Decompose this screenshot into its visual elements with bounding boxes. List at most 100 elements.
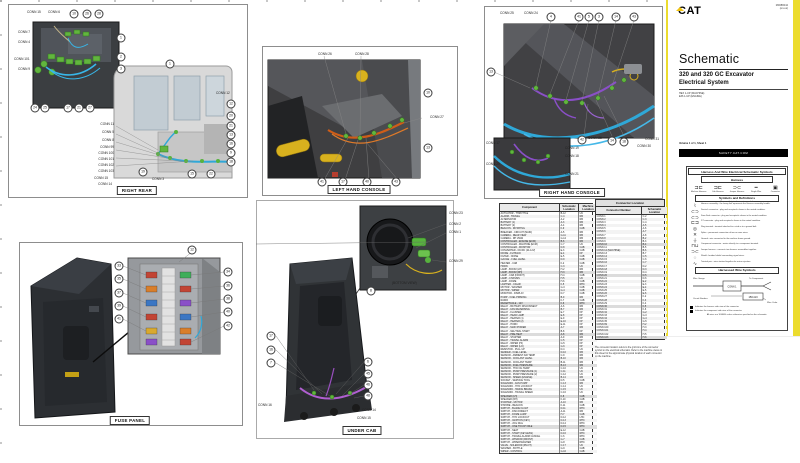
callout-badge: 43 [629, 12, 639, 22]
legend-footnote-2: Indicates the component side view of the… [687, 309, 787, 313]
conn-label: CONN 12 [216, 91, 230, 95]
conn-label: CONN 14 [98, 182, 112, 186]
serial-meta: HEX 1-UP (MACHINE) E36 1-UP (ENGINE) [679, 92, 704, 98]
legend-definition-row: ⊂⊃Deutsch connector - plug and receptacl… [689, 209, 785, 214]
under-cab-illustration [256, 205, 447, 422]
callout-badge: 3 [594, 12, 604, 22]
callout-badge: 28 [94, 9, 104, 19]
component-side-square-icon [690, 309, 693, 313]
symbol-glyph-icon: ⊃⊂ [732, 184, 742, 191]
definition-glyph-icon: ✕ [693, 231, 697, 237]
callout-badge: 27 [85, 103, 95, 113]
conn-label: CONN 30 [637, 144, 651, 148]
callout-badge: 10 [423, 88, 433, 98]
callout-badge: 14 [611, 12, 621, 22]
conn-label: CONN 1 [449, 230, 462, 234]
conn-label: CONN 6 [48, 10, 61, 14]
wire-conn-label: CONN 1 [727, 285, 737, 288]
legend-definition-row: ⌇Harness assembly - the heavy line repre… [689, 203, 785, 208]
component-table-header: Component [500, 204, 560, 212]
left-hand-console-illustration [267, 55, 423, 181]
callout-badge: 38 [223, 294, 233, 304]
conn-label: CONN 27 [430, 115, 444, 119]
definition-glyph-icon: ◎ [692, 226, 697, 232]
callout-badge: 12 [226, 99, 236, 109]
conn-label: (BOTTOM VIEW) [392, 281, 417, 285]
cat-logo-triangle-icon [676, 7, 684, 11]
schematic-location-header: Schematic Location [559, 204, 579, 212]
caption-right-rear: RIGHT REAR [116, 186, 158, 195]
legend-wire-header: Harnessed Wire Symbols [695, 266, 779, 274]
legend-panel: Harness And Wire Electrical Schematic Sy… [686, 166, 788, 331]
wire-gauge-label: Wire Gauge [693, 277, 705, 280]
yellow-stripe-right [793, 0, 800, 336]
callout-badge: 26 [82, 9, 92, 19]
callout-badge: 1 [116, 33, 126, 43]
definition-glyph-icon: ◌ [693, 255, 697, 261]
callout-badge: 48 [363, 391, 373, 401]
conn-label: CONN 8 [101, 138, 114, 142]
wire-code-label: 150-GN [748, 295, 757, 299]
legend-definition-row: ⊂⊃Sure-Seal connector - plug and recepta… [689, 215, 785, 220]
conn-label: CONN 18 [565, 154, 579, 158]
conn-label: CONN 4 [18, 40, 31, 44]
doc-code: M0088444 [775, 4, 788, 7]
legend-symbol: ⊐⊏Cab Harness [709, 185, 727, 193]
symbol-glyph-icon: ⊐⊏ [694, 184, 703, 191]
conn-label: CONN 24 [524, 11, 538, 15]
footnote-text: Indicates the component side view of the… [695, 310, 742, 313]
wire-circuit-label: Circuit Number [693, 297, 708, 300]
conn-label: CONN 101 [14, 57, 30, 61]
legend-symbols-row: ⊐⊏Machine Harness⊐⊏Cab Harness⊃⊂Jumper H… [687, 184, 787, 195]
symbol-glyph-icon: ▣ [772, 184, 778, 191]
legend-definition-row: ⊃⊂Jumper harness - connects two harness … [689, 249, 785, 254]
doc-date: (en-us) [779, 7, 788, 11]
callout-badge: 43 [391, 177, 401, 187]
legend-footnote-1: Indicates the harness side view of the c… [687, 305, 787, 309]
legend-definition-row: ∿Twisted pair - wires twisted together f… [689, 261, 785, 266]
conn-label: CONN 15 [94, 176, 108, 180]
callout-badge: 14 [607, 136, 617, 146]
conn-label: CONN 31 [645, 137, 659, 141]
callout-badge: 9 [226, 148, 236, 158]
page-title: Schematic [679, 52, 740, 66]
